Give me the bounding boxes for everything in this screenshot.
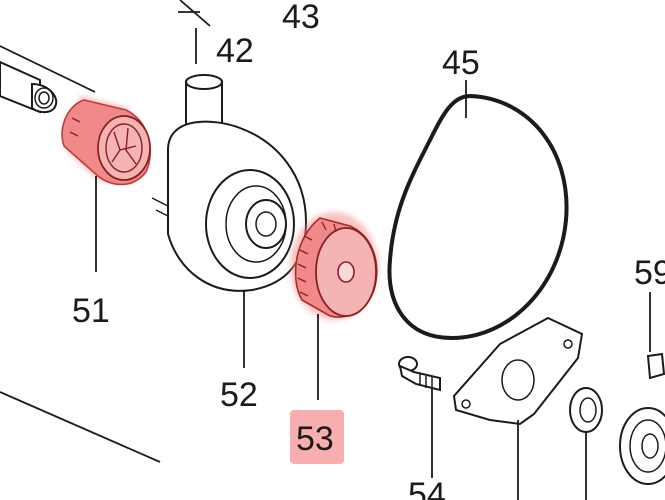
callout-51: 51	[72, 292, 110, 330]
part-53-highlighted-gear	[290, 212, 378, 320]
washer	[569, 387, 603, 433]
bearing	[619, 407, 665, 485]
frame-line-bottom	[0, 391, 161, 463]
callout-59: 59	[634, 254, 665, 292]
part-52-housing	[151, 74, 308, 292]
part-45-gasket	[387, 93, 569, 341]
frame-line-top	[0, 45, 96, 93]
callout-45: 45	[442, 44, 480, 82]
part-51-highlighted	[61, 96, 151, 186]
callout-53: 53	[296, 420, 334, 458]
part-59-nut	[646, 352, 665, 380]
callout-53-highlight	[290, 410, 344, 464]
leader-43	[178, 0, 211, 27]
callout-52: 52	[220, 376, 258, 414]
callout-42: 42	[216, 32, 254, 70]
shaft-part	[0, 60, 58, 114]
callout-43: 43	[282, 0, 320, 36]
callout-54: 54	[408, 476, 446, 500]
mounting-plate	[452, 316, 584, 426]
part-54-screw	[398, 356, 441, 392]
